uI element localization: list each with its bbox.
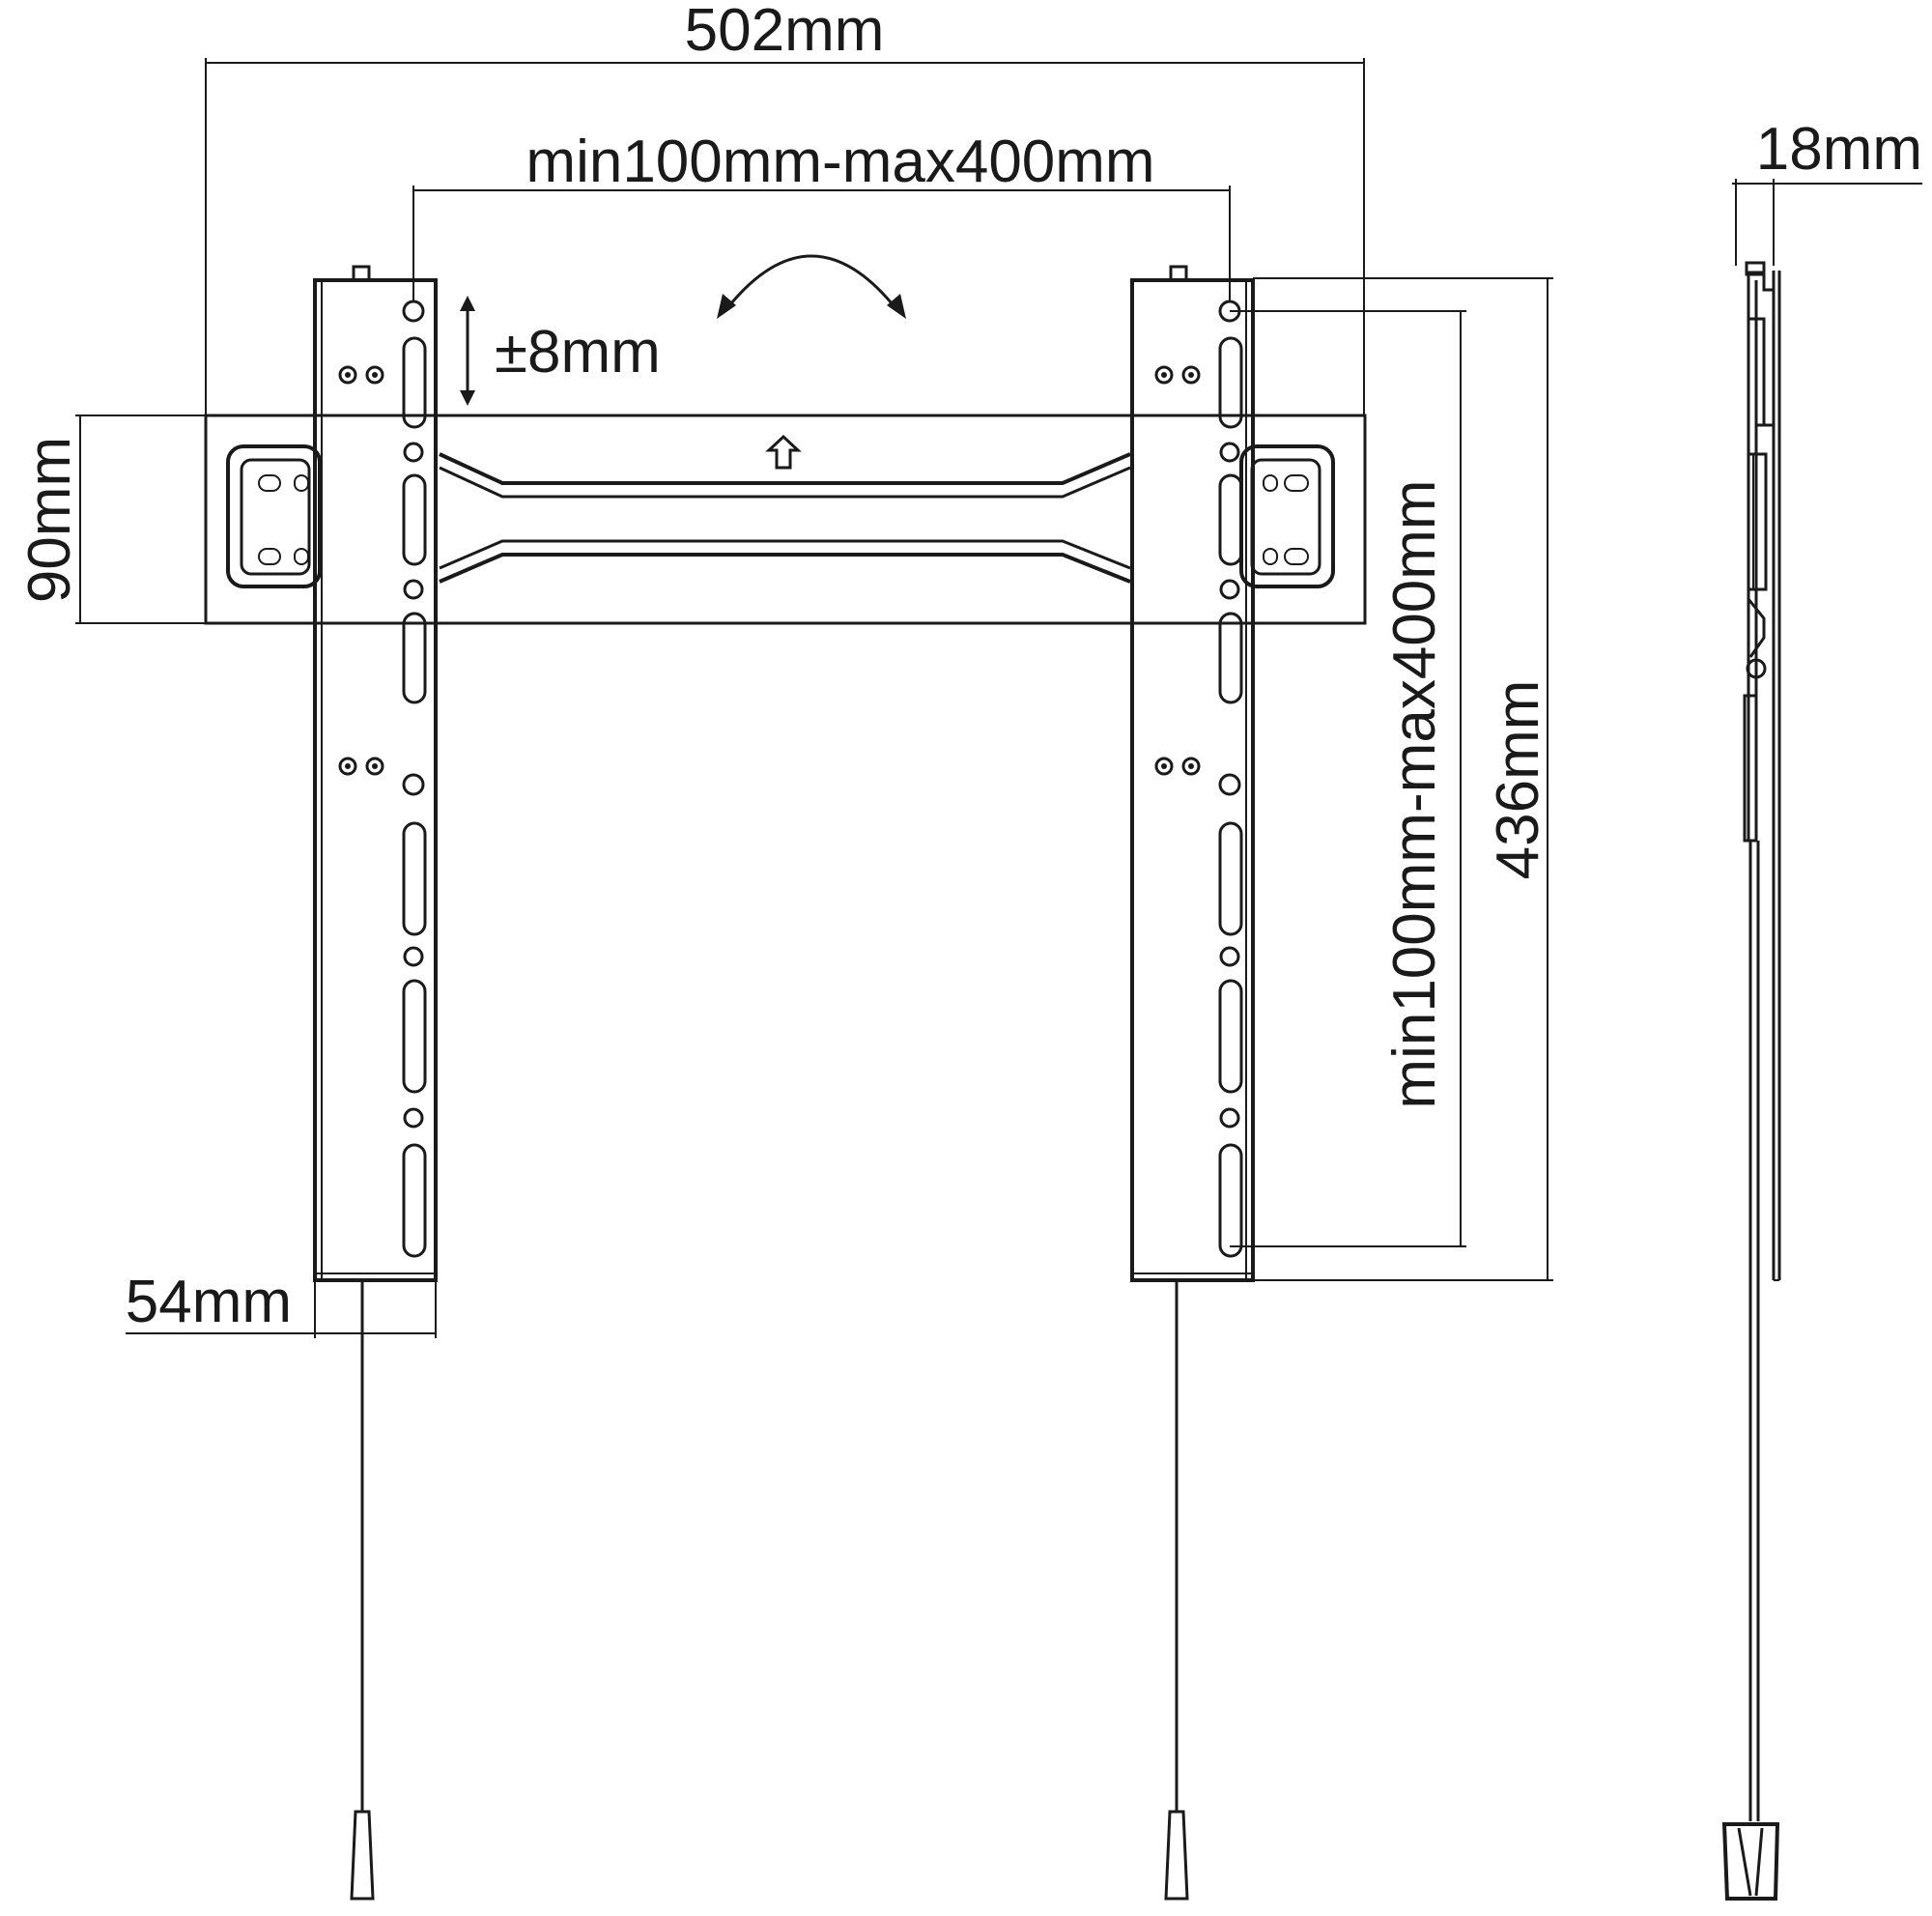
- dim-label-profile-depth: 18mm: [1756, 116, 1922, 183]
- dim-tilt-adjust: ±8mm: [460, 296, 661, 406]
- dim-label-tilt-adjust: ±8mm: [495, 319, 661, 386]
- dim-arm-length: 436mm: [1253, 277, 1553, 1281]
- dim-overall-width: 502mm: [205, 0, 1365, 623]
- dim-wall-plate-height: 90mm: [16, 415, 315, 624]
- wall-plate: [204, 414, 1367, 625]
- tilt-arc-arrow: [717, 254, 906, 319]
- dim-label-vesa-vertical: min100mm-max400mm: [1381, 479, 1448, 1108]
- dim-label-vesa-horizontal: min100mm-max400mm: [526, 129, 1154, 195]
- dim-label-arm-width: 54mm: [126, 1269, 292, 1335]
- left-arm: [313, 265, 438, 1901]
- side-profile-view: [1721, 261, 1781, 1901]
- dim-arm-width: 54mm: [126, 1269, 437, 1338]
- dim-profile-depth: 18mm: [1732, 116, 1922, 266]
- dim-vesa-vertical: min100mm-max400mm: [1230, 310, 1466, 1247]
- dim-label-overall-width: 502mm: [685, 0, 885, 64]
- right-arm: [1130, 265, 1255, 1901]
- dim-label-wall-plate-height: 90mm: [16, 437, 83, 603]
- dim-vesa-horizontal: min100mm-max400mm: [412, 129, 1231, 301]
- dim-label-arm-length: 436mm: [1485, 680, 1551, 880]
